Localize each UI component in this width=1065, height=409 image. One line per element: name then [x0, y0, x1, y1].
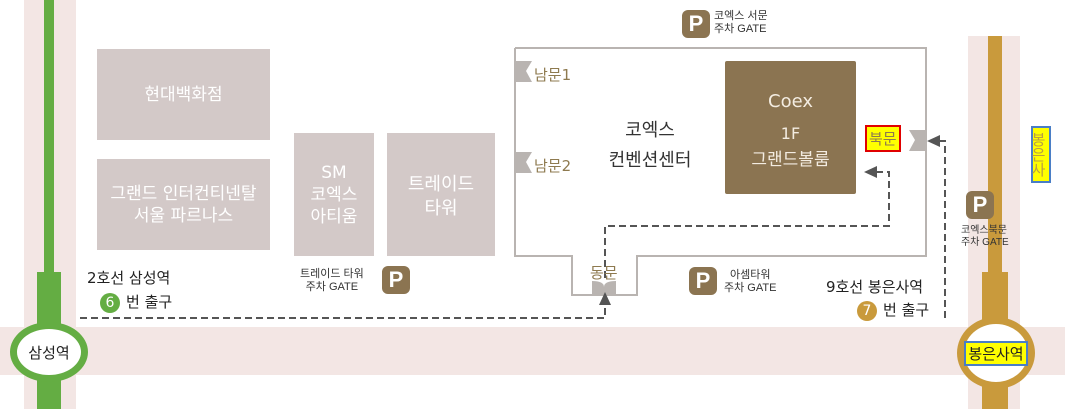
exit-number-7: 7 — [857, 301, 877, 321]
parking-icon-asem: P — [689, 267, 717, 295]
landmark-bongeunsa-label: 봉은사 — [1029, 126, 1051, 183]
road-horizontal — [0, 327, 1065, 375]
gate-east-label: 동문 — [590, 264, 618, 282]
station-bongeunsa[interactable]: 봉은사역 — [957, 317, 1035, 389]
parking-label-asem: 아셈타워 주차 GATE — [724, 269, 777, 294]
exit-samseong-suffix: 번 출구 — [126, 293, 173, 311]
exit-samseong-title: 2호선 삼성역 — [87, 269, 171, 287]
exit-number-6: 6 — [100, 293, 120, 313]
building-trade-tower: 트레이드 타워 — [387, 133, 495, 256]
parking-icon-west: P — [682, 10, 710, 38]
gate-north-label: 북문 — [865, 125, 901, 152]
building-intercontinental: 그랜드 인터컨티넨탈 서울 파르나스 — [97, 159, 270, 250]
exit-samseong: 6 번 출구 — [100, 291, 172, 313]
building-sm-artium: SM 코엑스 아티움 — [294, 133, 374, 256]
station-bongeunsa-name: 봉은사역 — [964, 340, 1028, 366]
parking-icon-trade: P — [382, 266, 410, 294]
parking-label-west: 코엑스 서문 주차 GATE — [714, 10, 768, 35]
building-hyundai: 현대백화점 — [97, 49, 270, 140]
exit-bongeunsa-title: 9호선 봉은사역 — [826, 278, 924, 296]
station-samseong[interactable]: 삼성역 — [10, 322, 88, 382]
parking-label-north: 코엑스북문 주차 GATE — [961, 225, 1009, 248]
gate-south1-label: 남문1 — [534, 66, 572, 84]
station-samseong-name: 삼성역 — [28, 343, 70, 362]
line2-track — [44, 0, 54, 409]
ballroom-name-label: 그랜드볼룸 — [751, 150, 830, 170]
ballroom-floor-label: 1F — [780, 124, 801, 143]
grand-ballroom: Coex 1F 그랜드볼룸 — [725, 61, 856, 194]
gate-south2-label: 남문2 — [534, 157, 572, 175]
parking-label-trade: 트레이드 타워 주차 GATE — [300, 268, 364, 293]
ballroom-coex-label: Coex — [768, 91, 813, 112]
parking-icon-north: P — [966, 191, 994, 219]
exit-bongeunsa: 7 번 출구 — [857, 299, 929, 321]
exit-bongeunsa-suffix: 번 출구 — [883, 301, 930, 319]
coex-convention-label: 코엑스 컨벤션센터 — [608, 120, 692, 171]
